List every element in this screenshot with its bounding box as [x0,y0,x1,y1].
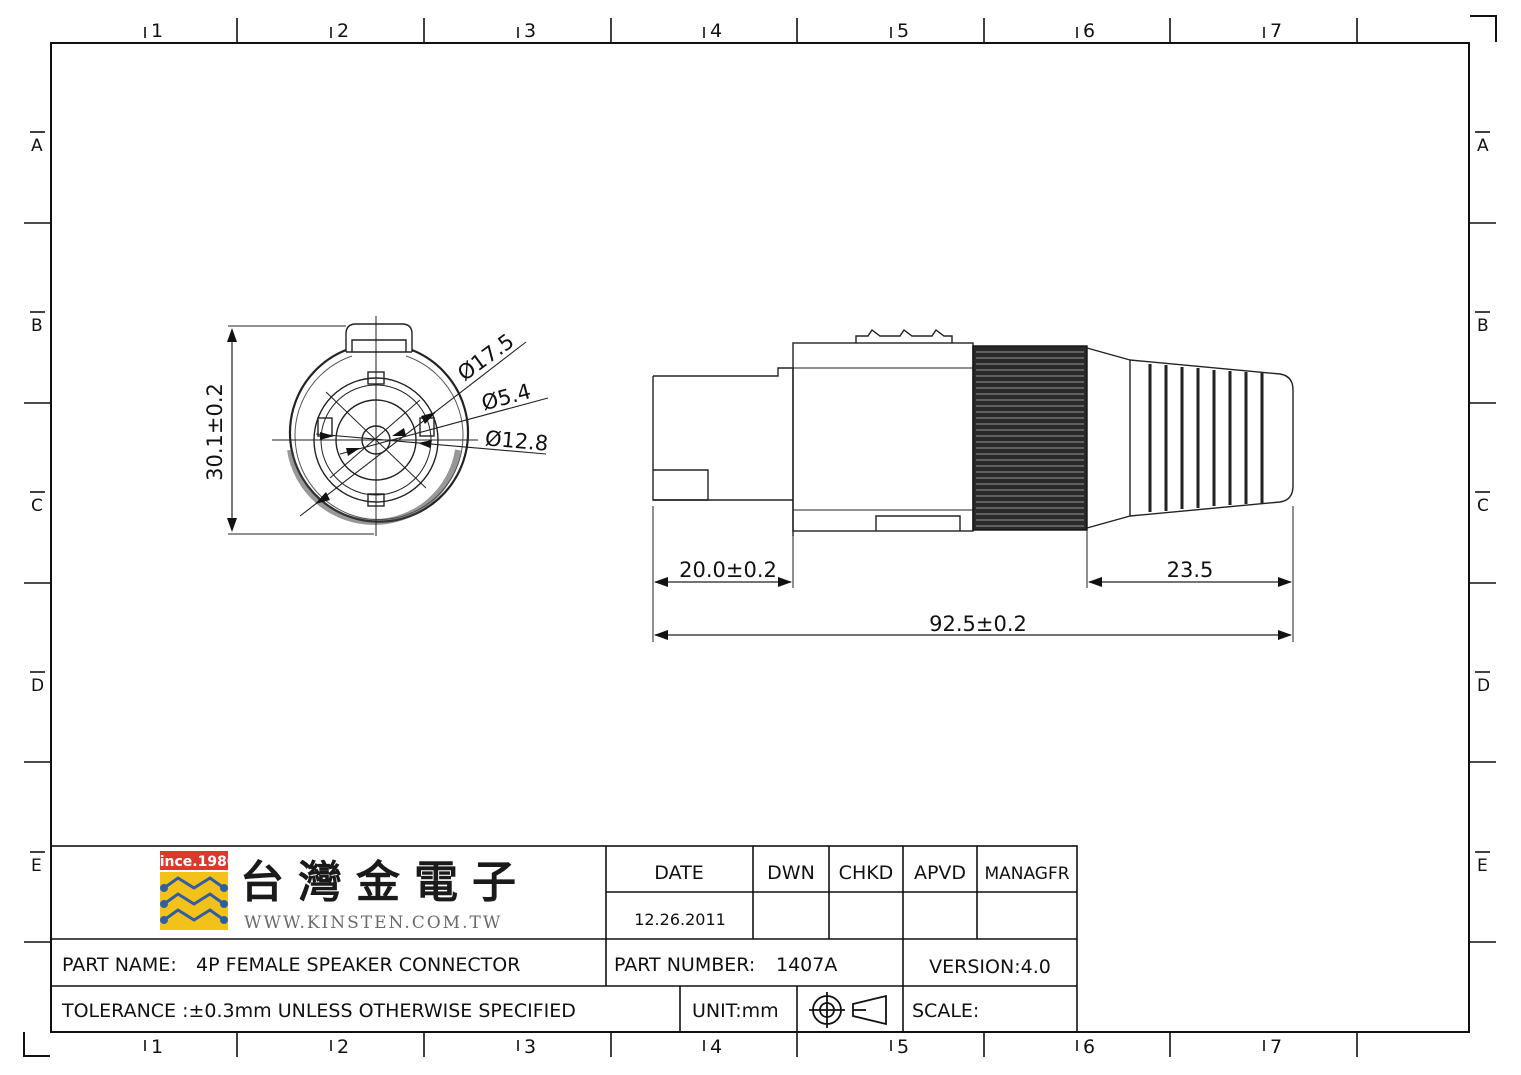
row-ticks [24,131,1496,943]
dim-height: 30.1±0.2 [203,383,227,481]
header-dwn: DWN [767,862,815,884]
company-name-cn: 台灣金電子 [240,857,530,908]
corner-mark-bottom-left [23,1032,50,1057]
part-number-value: 1407A [776,954,837,976]
header-date: DATE [654,862,703,884]
zone-row-c-right: C [1477,496,1489,516]
side-view [652,328,1294,642]
zone-col-6-bottom: 6 [1083,1036,1095,1058]
zone-col-2-bottom: 2 [337,1036,349,1058]
zone-row-d-left: D [31,676,44,696]
part-name-value: 4P FEMALE SPEAKER CONNECTOR [196,954,520,976]
version-label: VERSION:4.0 [929,956,1051,978]
front-nose [653,367,794,536]
part-number-label: PART NUMBER: [614,954,755,976]
zone-row-b-left: B [31,316,43,336]
knurled-lock-ring [972,345,1088,531]
zone-col-7-top: 7 [1270,20,1282,42]
header-managfr: MANAGFR [984,864,1069,884]
zone-col-4-bottom: 4 [710,1036,722,1058]
since-badge [160,851,228,870]
zone-col-5-top: 5 [897,20,909,42]
dim-rear-length: 23.5 [1167,558,1214,582]
zone-col-1-bottom: 1 [151,1036,163,1058]
zone-row-a-left: A [31,136,43,156]
kinsten-logo: since.1980 台灣金電子 WWW.KINSTEN.COM.TW [151,851,530,933]
unit-label: UNIT:mm [692,1000,779,1022]
zone-row-d-right: D [1477,676,1490,696]
title-block [50,845,1078,1033]
column-ticks [144,18,1358,1057]
zone-col-7-bottom: 7 [1270,1036,1282,1058]
corner-mark-top-right [1470,15,1497,42]
zone-row-e-left: E [31,856,42,876]
zone-row-a-right: A [1477,136,1489,156]
zone-col-2-top: 2 [337,20,349,42]
dim-dia-inner: Ø12.8 [484,426,549,455]
side-view-arrows [654,577,1292,640]
strain-relief-boot [1129,359,1294,517]
header-apvd: APVD [914,862,966,884]
front-view [227,316,549,536]
strain-relief-taper [1086,347,1131,529]
tolerance-note: TOLERANCE :±0.3mm UNLESS OTHERWISE SPECI… [61,1000,576,1022]
dim-dia-pin: Ø5.4 [479,379,533,415]
zone-col-5-bottom: 5 [897,1036,909,1058]
date-value: 12.26.2011 [634,910,726,929]
dim-dia-outer: Ø17.5 [453,329,518,386]
zone-col-3-bottom: 3 [524,1036,536,1058]
latch-tab [345,323,413,352]
part-name-label: PART NAME: [62,954,177,976]
header-chkd: CHKD [839,862,894,884]
zone-col-6-top: 6 [1083,20,1095,42]
dim-front-length: 20.0±0.2 [679,558,777,582]
zone-col-4-top: 4 [710,20,722,42]
zone-col-3-top: 3 [524,20,536,42]
zone-row-e-right: E [1477,856,1488,876]
zone-row-b-right: B [1477,316,1489,336]
housing-latch [855,328,953,343]
zone-row-c-left: C [31,496,43,516]
since-text: since.1980 [151,854,236,870]
dim-total-length: 92.5±0.2 [929,612,1027,636]
zone-col-1-top: 1 [151,20,163,42]
housing-body [792,342,974,532]
company-website: WWW.KINSTEN.COM.TW [244,913,502,933]
scale-label: SCALE: [912,1000,979,1022]
projection-symbol-icon [809,992,887,1028]
